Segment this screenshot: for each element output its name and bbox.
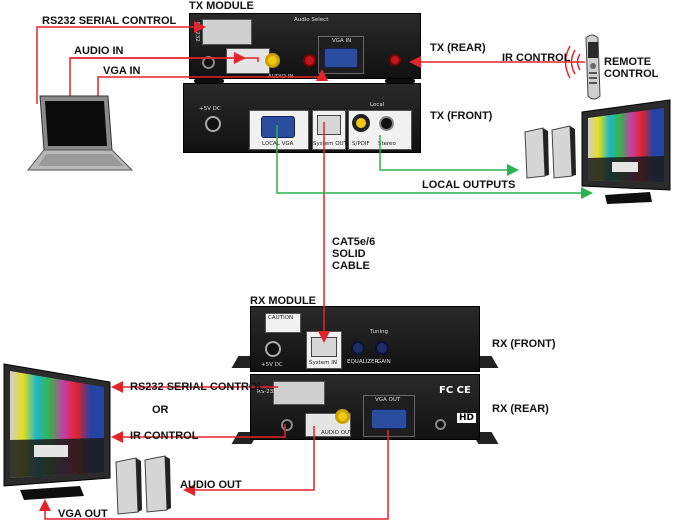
tx-front-spdif-label: S/PDIF: [352, 141, 370, 147]
tx-front-system-out-port: [317, 115, 341, 135]
tx-rear-foot-right: [385, 79, 415, 83]
local-outputs-label: LOCAL OUTPUTS: [422, 179, 516, 191]
tx-module-label: TX MODULE: [189, 0, 254, 12]
rx-rear-rs232-port: [273, 381, 325, 405]
speakers-icon: [524, 125, 576, 179]
tx-front-local-label: Local: [370, 102, 385, 108]
tx-rear-vga-in-label: VGA IN: [332, 38, 352, 44]
rx-front-power-label: +5V DC: [261, 362, 283, 368]
tx-front-system-out-label: System OUT: [313, 141, 347, 147]
rx-rear-panel: RS-232 AUDIO OUT VGA OUT FC CE HD: [250, 374, 480, 440]
red-cables-tx: [36, 21, 585, 520]
speakers-icon-rx: [115, 455, 171, 515]
rx-front-gain-label: GAIN: [377, 359, 391, 365]
rx-rear-vga-out-label: VGA OUT: [375, 397, 401, 403]
cable-label-3: CABLE: [332, 260, 370, 272]
rx-front-equalizer-knob: [351, 341, 365, 355]
cable-label-2: SOLID: [332, 248, 366, 260]
tx-front-power-jack: [205, 116, 221, 132]
rx-rear-audio-rca: [335, 409, 350, 424]
rx-rear-ir-jack-2: [435, 419, 446, 430]
tx-rear-foot-left: [194, 79, 224, 83]
tx-rear-panel: RS-232 AUDIO IN Audio Select VGA IN: [189, 13, 421, 80]
tx-rear-audio-rca: [265, 53, 280, 68]
tx-rear-audio-select-label: Audio Select: [294, 17, 329, 23]
remote-control-icon: [564, 34, 601, 100]
rx-module-label: RX MODULE: [250, 295, 316, 307]
remote-control-label-1: REMOTE: [604, 56, 652, 68]
rx-front-equalizer-label: EQUALIZER: [347, 359, 379, 365]
cable-label-1: CAT5e/6: [332, 236, 376, 248]
audio-out-label: AUDIO OUT: [180, 479, 242, 491]
tx-front-label: TX (FRONT): [430, 110, 493, 122]
tx-rear-ir-rca: [389, 54, 401, 66]
ir-control-rx-label: IR CONTROL: [130, 430, 199, 442]
rx-rear-hd-label: HD: [457, 413, 477, 423]
rx-rear-fcc-label: FC CE: [439, 385, 471, 396]
tx-rear-audio-select-button: [303, 54, 316, 67]
rx-front-caution-label: CAUTION: [268, 315, 294, 321]
tx-front-local-vga-port: [261, 116, 295, 138]
tx-front-panel: +5V DC LOCAL VGA System OUT Local S/PDIF…: [183, 83, 421, 153]
tx-rear-label: TX (REAR): [430, 42, 486, 54]
remote-control-label-2: CONTROL: [604, 68, 659, 80]
vga-out-label: VGA OUT: [58, 508, 108, 520]
rs232-serial-control-rx-label: RS232 SERIAL CONTROL: [130, 381, 265, 393]
tx-front-power-label: +5V DC: [199, 106, 221, 112]
rx-rear-label: RX (REAR): [492, 403, 549, 415]
tx-front-spdif-rca: [352, 114, 370, 132]
rx-rear-rs232-label: RS-232: [257, 389, 277, 395]
rx-front-power-jack: [265, 341, 281, 357]
rx-rear-audio-out-label: AUDIO OUT: [321, 430, 353, 436]
rx-front-tuning-label: Tuning: [370, 329, 389, 335]
audio-in-label: AUDIO IN: [74, 45, 124, 57]
tx-front-stereo-label: Stereo: [378, 141, 396, 147]
ir-control-tx-label: IR CONTROL: [502, 52, 571, 64]
or-label: OR: [152, 404, 169, 416]
tv-monitor-icon: [581, 99, 671, 204]
rx-front-label: RX (FRONT): [492, 338, 556, 350]
rx-front-system-in-label: System IN: [309, 360, 337, 366]
rs232-serial-control-tx-label: RS232 SERIAL CONTROL: [42, 15, 177, 27]
tx-front-stereo-jack: [379, 116, 394, 131]
rx-front-panel: CAUTION +5V DC System IN Tuning EQUALIZE…: [250, 306, 480, 372]
rx-rear-ir-jack: [281, 419, 293, 431]
rx-front-gain-knob: [375, 341, 389, 355]
tx-rear-vga-port: [324, 48, 358, 68]
tx-rear-audio-plate: [226, 48, 270, 74]
tv-monitor-icon-rx: [3, 363, 111, 500]
laptop-icon: [26, 95, 134, 171]
vga-in-label: VGA IN: [103, 65, 141, 77]
rx-rear-vga-port: [371, 409, 407, 429]
rx-front-caution-plate: [265, 313, 301, 333]
tx-rear-ir-jack: [202, 56, 215, 69]
green-cables: [276, 125, 593, 199]
